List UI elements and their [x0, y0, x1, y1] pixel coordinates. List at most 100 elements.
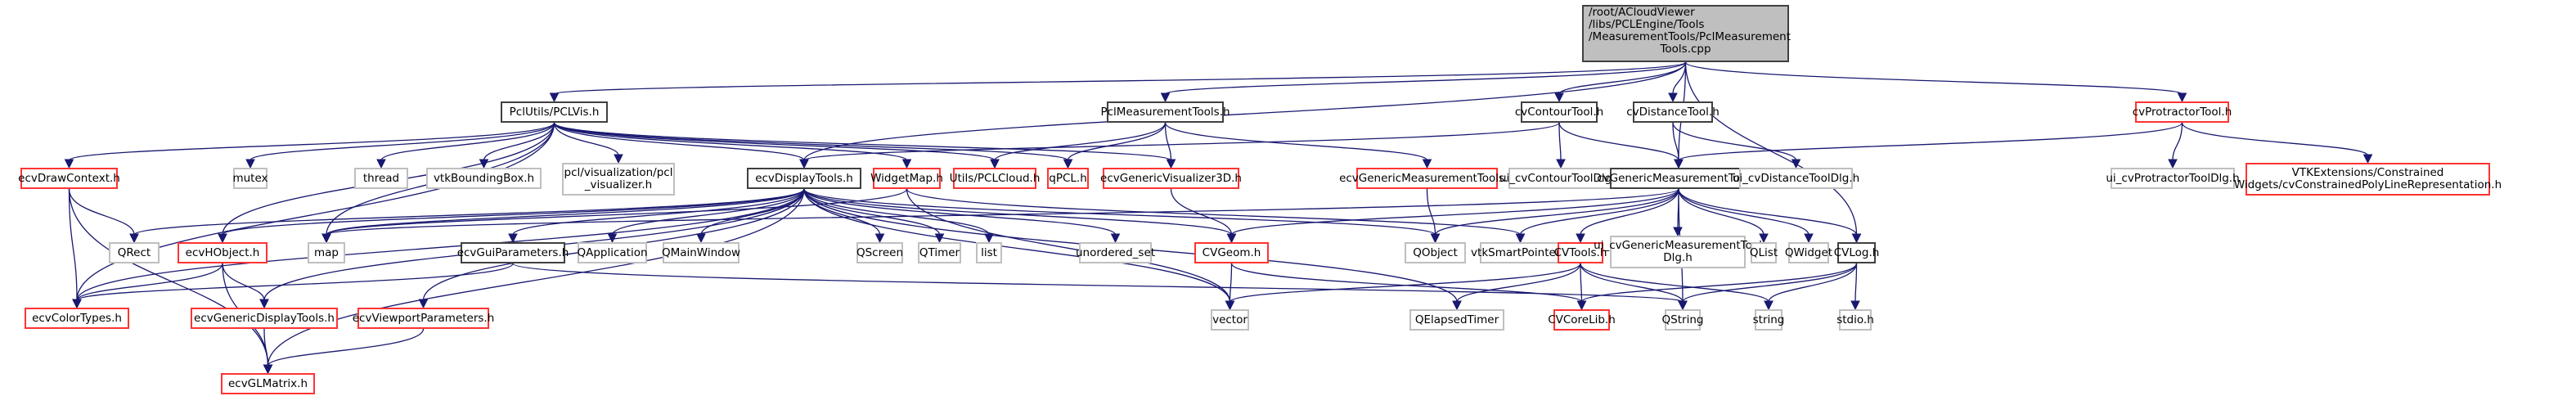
node-pclcloud[interactable]: Utils/PCLCloud.h [950, 168, 1040, 189]
node-label-line: /MeasurementTools/PclMeasurement [1589, 30, 1792, 43]
node-label: qPCL.h [1049, 171, 1087, 185]
node-viewport[interactable]: ecvViewportParameters.h [353, 308, 494, 329]
node-pclviz[interactable]: pcl/visualization/pcl _visualizer.h [562, 163, 675, 196]
node-uicontour[interactable]: ui_cvContourToolDlg.h [1499, 168, 1622, 189]
node-qtimer[interactable]: QTimer [918, 242, 961, 263]
arrowhead-distance-to-uidistance [1791, 159, 1801, 169]
edge-distance-to-genmeastool [1672, 122, 1679, 161]
node-uset[interactable]: unordered_set [1075, 242, 1156, 263]
arrowhead-viewport-to-glmatrix [263, 364, 273, 375]
node-map[interactable]: map [308, 242, 345, 263]
node-list[interactable]: list [976, 242, 1002, 263]
node-vtksp[interactable]: vtkSmartPointer.h [1471, 242, 1570, 263]
node-glmatrix[interactable]: ecvGLMatrix.h [221, 373, 315, 394]
node-gendisplay[interactable]: ecvGenericDisplayTools.h [191, 308, 338, 329]
edge-protractor-to-genmeastool [1678, 122, 2183, 161]
node-genmeastool[interactable]: cvGenericMeasurementTool.h [1597, 168, 1760, 189]
edge-displaytools-to-glmatrix [267, 188, 805, 367]
node-uiprotractor[interactable]: ui_cvProtractorToolDlg.h [2106, 168, 2240, 189]
node-cvgeom[interactable]: CVGeom.h [1194, 242, 1269, 263]
node-qrect[interactable]: QRect [109, 242, 160, 263]
node-distance[interactable]: cvDistanceTool.h [1626, 101, 1720, 123]
edge-displaytools-to-guiparams [512, 188, 805, 236]
arrowhead-cvlog-to-corelib [1576, 300, 1587, 311]
edge-widgetmap-to-map [326, 188, 908, 236]
node-label: QTimer [919, 245, 960, 259]
node-contour[interactable]: cvContourTool.h [1515, 101, 1603, 123]
node-genmeastools[interactable]: ecvGenericMeasurementTools.h [1339, 168, 1515, 189]
node-mutex[interactable]: mutex [232, 168, 268, 189]
node-root[interactable]: /root/ACloudViewer/libs/PCLEngine/Tools/… [1582, 5, 1792, 62]
node-cvlog[interactable]: CVLog.h [1834, 242, 1879, 263]
node-displaytools[interactable]: ecvDisplayTools.h [747, 168, 861, 189]
node-vector[interactable]: vector [1211, 309, 1249, 331]
arrowhead-cvtools-to-qelapsed [1452, 300, 1462, 311]
node-label: ui_cvContourToolDlg.h [1499, 171, 1623, 185]
edge-displaytools-to-map [326, 188, 805, 236]
node-drawctx[interactable]: ecvDrawContext.h [18, 168, 120, 189]
node-label: stdio.h [1836, 313, 1874, 326]
node-qapp[interactable]: QApplication [577, 242, 648, 263]
edge-cvtools-to-vector [1229, 263, 1581, 303]
node-guiparams[interactable]: ecvGuiParameters.h [457, 242, 569, 263]
node-label: ecvGenericMeasurementTools.h [1339, 171, 1515, 185]
edge-pclvis-to-colortypes [76, 122, 555, 301]
node-label: ecvViewportParameters.h [352, 311, 495, 325]
node-vtkbb[interactable]: vtkBoundingBox.h [426, 168, 542, 189]
edge-root-to-pclvis [553, 61, 1687, 95]
node-label: unordered_set [1075, 245, 1156, 259]
node-qlist[interactable]: QList [1750, 242, 1778, 263]
node-label: cvGenericMeasurementTool.h [1597, 171, 1760, 185]
node-qwidget[interactable]: QWidget [1785, 242, 1832, 263]
arrowhead-displaytools-to-uset [1110, 233, 1121, 244]
arrowhead-pclmeas-to-genmeastools [1422, 159, 1432, 169]
node-label: QString [1661, 313, 1704, 326]
node-label: QApplication [577, 245, 648, 259]
node-corelib[interactable]: CVCoreLib.h [1548, 309, 1616, 331]
node-string[interactable]: string [1753, 309, 1784, 331]
node-cvtools[interactable]: CVTools.h [1554, 242, 1607, 263]
edge-drawctx-to-colortypes [68, 188, 78, 301]
arrowhead-pclvis-to-widgetmap [901, 159, 912, 169]
node-stdio[interactable]: stdio.h [1836, 309, 1874, 331]
node-qobject[interactable]: QObject [1405, 242, 1466, 263]
arrowhead-contour-to-uicontour [1556, 159, 1566, 169]
edge-viewport-to-glmatrix [267, 328, 425, 367]
node-qpcl[interactable]: qPCL.h [1047, 168, 1089, 189]
edge-pclmeas-to-pclcloud [994, 122, 1167, 161]
node-uidistance[interactable]: ui_cvDistanceToolDlg.h [1733, 168, 1859, 189]
edge-genmeastool-to-vtksp [1519, 188, 1679, 236]
node-label: Utils/PCLCloud.h [949, 171, 1041, 185]
node-thread[interactable]: thread [354, 168, 408, 189]
node-protractor[interactable]: cvProtractorTool.h [2133, 101, 2232, 123]
node-pclmeas[interactable]: PclMeasurementTools.h [1100, 101, 1230, 123]
node-qstring[interactable]: QString [1661, 309, 1704, 331]
node-label: ecvDisplayTools.h [755, 171, 853, 185]
arrowhead-protractor-to-vtkext [2362, 154, 2373, 164]
node-label: QObject [1413, 245, 1458, 259]
edge-cvlog-to-qstring [1682, 263, 1858, 303]
node-qscreen[interactable]: QScreen [856, 242, 903, 263]
edge-pclvis-to-thread [380, 122, 555, 161]
node-vtkext[interactable]: VTKExtensions/Constrained Widgets/cvCons… [2234, 163, 2502, 196]
arrowhead-pclmeas-to-pclcloud [990, 159, 1000, 169]
node-qelapsed[interactable]: QElapsedTimer [1409, 309, 1504, 331]
node-label: CVTools.h [1553, 245, 1607, 259]
edge-contour-to-uicontour [1558, 122, 1562, 161]
node-genvis3d[interactable]: ecvGenericVisualizer3D.h [1100, 168, 1242, 189]
node-hobject[interactable]: ecvHObject.h [178, 242, 267, 263]
edge-distance-to-uidistance [1672, 122, 1797, 161]
node-label: ecvColorTypes.h [32, 311, 122, 325]
node-colortypes[interactable]: ecvColorTypes.h [25, 308, 129, 329]
arrowhead-root-to-distance [1668, 92, 1678, 103]
node-uigenmeas[interactable]: ui_cvGenericMeasurementTool Dlg.h [1594, 236, 1762, 268]
node-label: QScreen [856, 245, 904, 259]
edge-genvis3d-to-cvgeom [1170, 188, 1233, 236]
node-pclvis[interactable]: PclUtils/PCLVis.h [501, 101, 608, 123]
node-label: pcl/visualization/pcl _visualizer.h [564, 166, 673, 191]
node-qmainwin[interactable]: QMainWindow [662, 242, 740, 263]
arrowhead-cvlog-to-stdio [1850, 300, 1860, 311]
node-widgetmap[interactable]: WidgetMap.h [870, 168, 943, 189]
edge-displaytools-to-list [803, 188, 990, 236]
